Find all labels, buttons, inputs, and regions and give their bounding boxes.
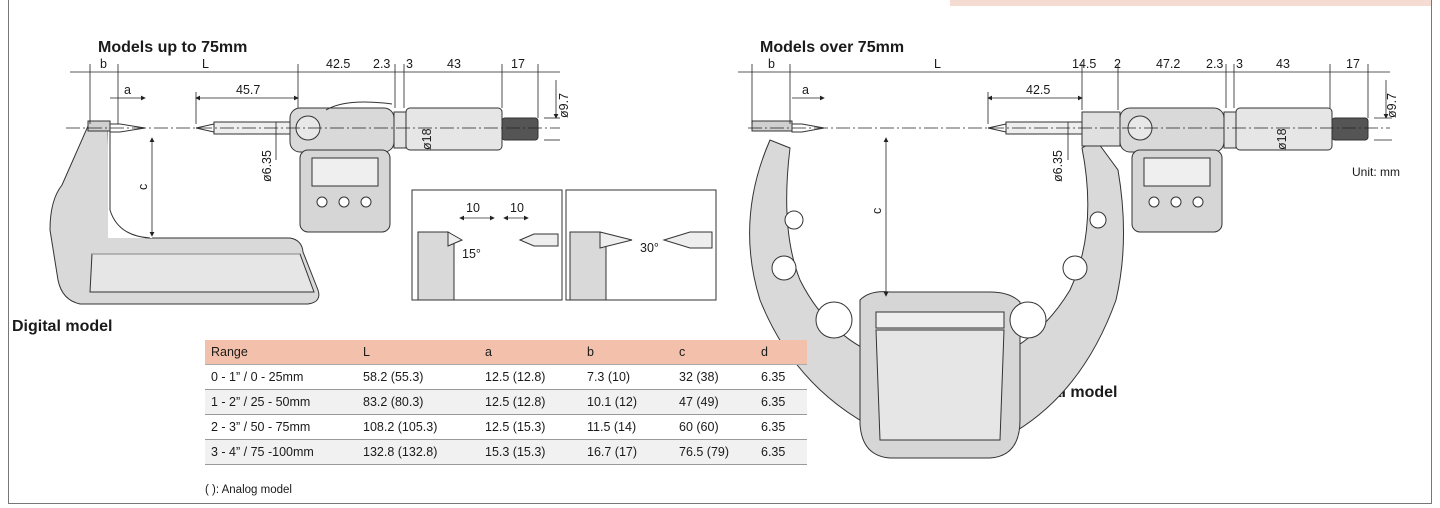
svg-text:43: 43 (447, 57, 461, 71)
unit-label: Unit: mm (1352, 165, 1400, 179)
svg-text:3: 3 (1236, 57, 1243, 71)
col-a: a (479, 340, 581, 365)
svg-text:42.5: 42.5 (1026, 83, 1050, 97)
svg-text:2: 2 (1114, 57, 1121, 71)
svg-text:ø18: ø18 (1275, 128, 1289, 150)
analog-note: ( ): Analog model (205, 484, 292, 496)
right-micrometer (749, 107, 1369, 459)
svg-text:c: c (870, 208, 884, 214)
svg-text:2.3: 2.3 (373, 57, 390, 71)
left-dimensions (66, 64, 560, 237)
col-c: c (673, 340, 755, 365)
tip-detail-inset (411, 189, 717, 301)
svg-text:30°: 30° (640, 241, 659, 255)
left-micrometer (49, 101, 539, 305)
left-dim-text: b L 42.5 2.3 3 43 17 a 45.7 ø9.7 ø18 ø6.… (100, 57, 571, 190)
svg-text:14.5: 14.5 (1072, 57, 1096, 71)
col-L: L (357, 340, 479, 365)
svg-text:17: 17 (511, 57, 525, 71)
svg-text:ø9.7: ø9.7 (557, 93, 571, 118)
svg-text:10: 10 (510, 201, 524, 215)
svg-text:2.3: 2.3 (1206, 57, 1223, 71)
svg-text:b: b (100, 57, 107, 71)
svg-text:47.2: 47.2 (1156, 57, 1180, 71)
svg-text:45.7: 45.7 (236, 83, 260, 97)
right-dimensions (738, 64, 1392, 297)
col-b: b (581, 340, 673, 365)
svg-text:ø6.35: ø6.35 (1051, 150, 1065, 182)
svg-text:ø6.35: ø6.35 (260, 150, 274, 182)
left-heading: Models up to 75mm (98, 39, 248, 56)
svg-text:43: 43 (1276, 57, 1290, 71)
right-dim-text: b L 14.5 2 47.2 2.3 3 43 17 a 42.5 ø9.7 … (768, 57, 1399, 214)
svg-text:15°: 15° (462, 247, 481, 261)
col-d: d (755, 340, 807, 365)
svg-text:42.5: 42.5 (326, 57, 350, 71)
svg-text:3: 3 (406, 57, 413, 71)
page-frame (8, 0, 1432, 504)
header-tint-bar (950, 0, 1432, 6)
svg-text:a: a (802, 83, 809, 97)
svg-text:17: 17 (1346, 57, 1360, 71)
svg-text:c: c (136, 184, 150, 190)
col-range: Range (205, 340, 357, 365)
right-heading: Models over 75mm (760, 39, 905, 56)
svg-text:a: a (124, 83, 131, 97)
svg-text:L: L (202, 57, 209, 71)
svg-text:L: L (934, 57, 941, 71)
left-model-label: Digital model (12, 318, 113, 335)
svg-text:b: b (768, 57, 775, 71)
svg-text:10: 10 (466, 201, 480, 215)
svg-text:ø9.7: ø9.7 (1385, 93, 1399, 118)
svg-text:ø18: ø18 (420, 128, 434, 150)
table-header-row: Range L a b c d (205, 340, 807, 365)
inset-text: 10 10 15° 30° (462, 201, 659, 261)
